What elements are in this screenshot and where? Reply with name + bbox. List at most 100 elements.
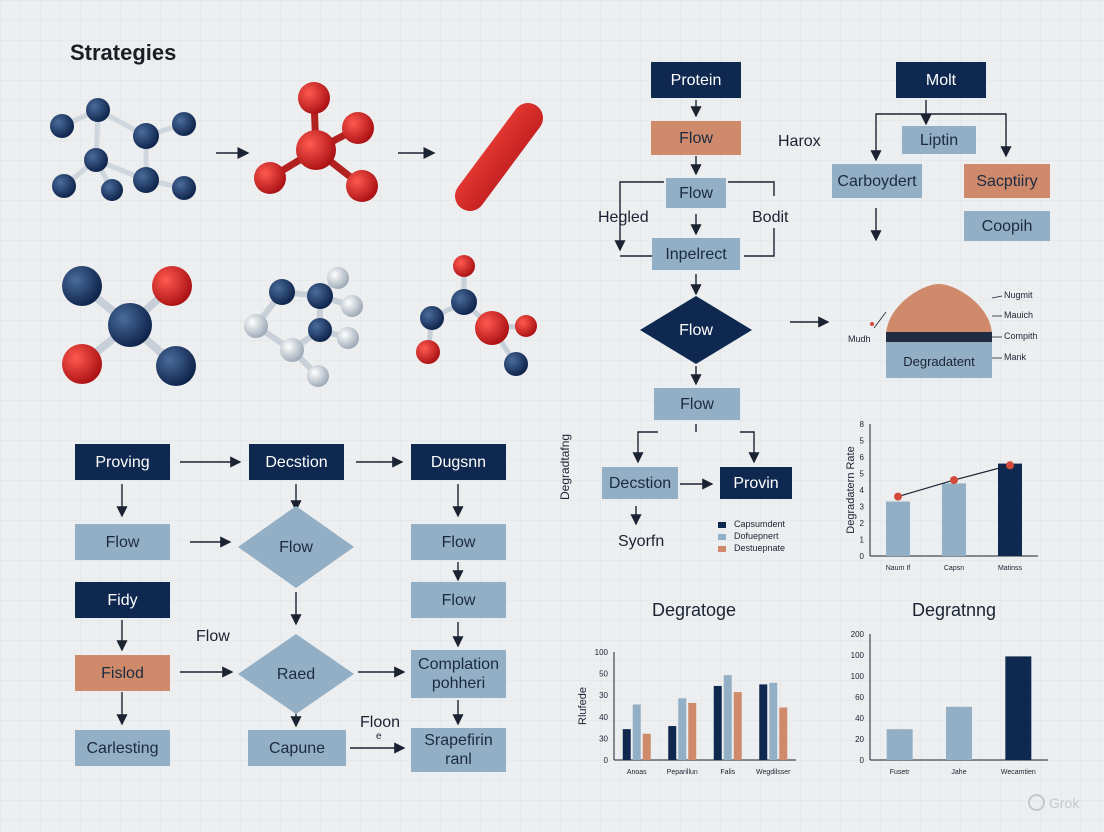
floon-label: Floon (360, 714, 401, 731)
degradtafng-label: Degradtafng (558, 433, 572, 500)
trend-point (1006, 461, 1014, 470)
flow-box-1: Flow (651, 121, 741, 155)
x-tick-label: Wecamtien (1001, 769, 1036, 776)
y-tick-label: 6 (860, 453, 865, 462)
protein-box: Protein (651, 62, 741, 98)
raed-diamond: Raed (238, 634, 354, 714)
page-title: Strategies (70, 40, 177, 65)
x-tick-label: Jahe (951, 769, 966, 776)
chart-title: Degratoge (652, 600, 736, 620)
flow-diamond-center-label: Flow (679, 321, 713, 339)
y-axis-label: Rlufede (577, 687, 589, 725)
fidy-box: Fidy (75, 582, 170, 618)
flow-diamond-left: Flow (238, 506, 354, 588)
layer-callout-1: Nugmit (1004, 290, 1033, 300)
chart-title: Degratnng (912, 600, 996, 620)
decstion-box: Decstion (249, 444, 344, 480)
molt-box: Molt (896, 62, 986, 98)
y-tick-label: 2 (860, 519, 865, 528)
x-tick-label: Matinss (998, 565, 1023, 572)
y-axis-label: Degradatern Rate (845, 446, 857, 533)
inpelrect-box: Inpelrect (652, 238, 740, 270)
trend-point (950, 476, 958, 485)
flow-diamond-left-label: Flow (279, 538, 313, 556)
x-tick-label: Naum If (886, 565, 911, 572)
decstion-box-center: Decstion (602, 467, 678, 499)
y-tick-label: 8 (860, 420, 865, 429)
y-tick-label: 3 (860, 503, 865, 512)
layer-left-label: Mudh (848, 334, 871, 344)
y-tick-label: 4 (860, 486, 865, 495)
flow-box-right-mid: Flow (411, 582, 506, 618)
molecule-3-atoms (62, 266, 196, 386)
y-tick-label: 100 (851, 672, 865, 681)
y-tick-label: 5 (860, 437, 865, 446)
watermark: Grok (1028, 794, 1079, 811)
x-tick-label: Wegdilsser (756, 769, 791, 776)
molecule-4-atoms (244, 267, 363, 387)
degradation-layer-diagram: Mudh Degradatent Nugmit Mauich Compith M… (848, 280, 1038, 384)
flow-label: Flow (196, 628, 230, 645)
grok-logo-icon (1028, 794, 1045, 811)
bar (1005, 656, 1032, 760)
y-tick-label: 40 (855, 714, 864, 723)
x-tick-label: Peparillun (667, 769, 698, 776)
bar (642, 733, 651, 760)
carlesting-box: Carlesting (75, 730, 170, 766)
y-tick-label: 40 (599, 713, 608, 722)
flow-box-left: Flow (75, 524, 170, 560)
capune-box: Capune (248, 730, 346, 766)
legend-item-1: Capsumdent (734, 519, 786, 529)
layer-callout-2: Mauich (1004, 310, 1034, 320)
red-rod (455, 103, 543, 211)
y-tick-label: 200 (851, 630, 865, 639)
x-tick-label: Capsn (944, 565, 964, 572)
fislod-box: Fislod (75, 655, 170, 691)
bar (946, 706, 972, 760)
bar (678, 698, 687, 760)
bar (769, 682, 778, 760)
bar (632, 704, 641, 760)
molecule-1-atoms (50, 98, 196, 201)
syorfn-label: Syorfn (618, 533, 665, 550)
liptin-box: Liptin (902, 126, 976, 154)
harox-label: Harox (778, 133, 821, 150)
flow-box-2: Flow (666, 178, 726, 208)
x-tick-label: Fusetr (890, 769, 911, 776)
bar (713, 685, 722, 760)
bar (723, 675, 732, 760)
bar (886, 729, 913, 760)
layer-callout-4: Mank (1004, 352, 1027, 362)
bar (622, 729, 631, 760)
bar (886, 501, 910, 556)
layer-callout-3: Compith (1004, 331, 1038, 341)
trend-point (894, 492, 902, 501)
raed-diamond-label: Raed (276, 665, 316, 683)
coopih-box: Coopih (964, 211, 1050, 241)
proving-box: Proving (75, 444, 170, 480)
complation-box: Complation pohheri (411, 650, 506, 698)
x-tick-label: Anoas (627, 769, 647, 776)
y-tick-label: 100 (851, 651, 865, 660)
watermark-text: Grok (1049, 794, 1080, 811)
x-tick-label: Falis (720, 769, 735, 776)
floon-sub-label: e (376, 731, 382, 742)
y-tick-label: 1 (860, 536, 865, 545)
carboydert-box: Carboydert (832, 164, 922, 198)
bar (688, 702, 697, 760)
hegled-label: Hegled (598, 209, 649, 226)
y-tick-label: 30 (599, 734, 608, 743)
y-tick-label: 20 (855, 735, 864, 744)
y-tick-label: 50 (599, 670, 608, 679)
flow-box-3: Flow (654, 388, 740, 420)
flow-box-right-top: Flow (411, 524, 506, 560)
y-tick-label: 0 (860, 552, 865, 561)
provin-box: Provin (720, 467, 792, 499)
y-tick-label: 5 (860, 470, 865, 479)
legend-item-2: Dofuepnert (734, 531, 779, 541)
bar (998, 463, 1022, 556)
